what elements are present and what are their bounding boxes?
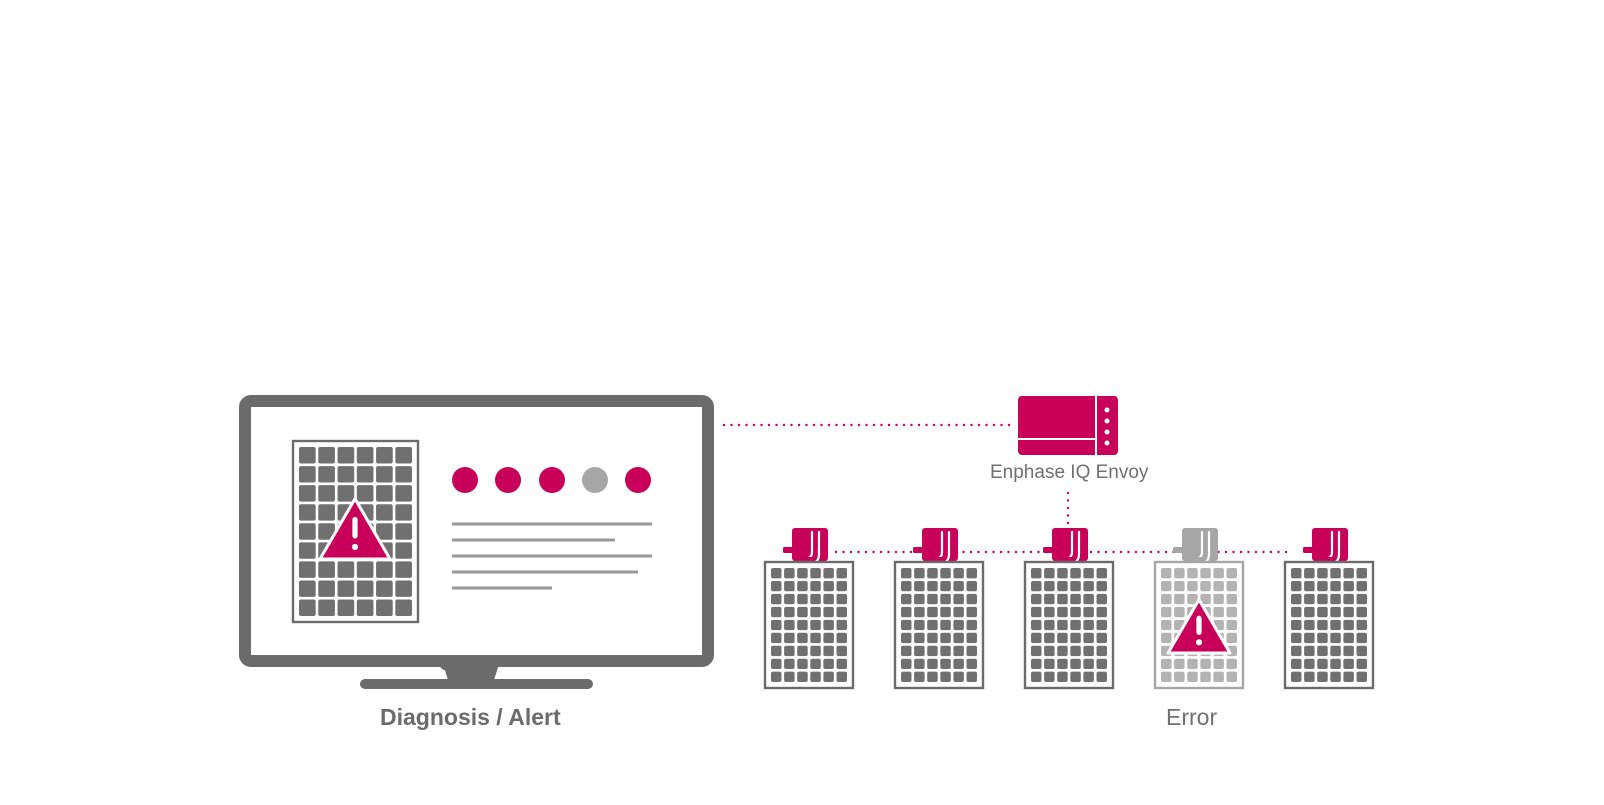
solar-panel [1283,560,1375,690]
error-label: Error [1166,704,1218,730]
monitor-stand [360,679,593,689]
monitor-neck [442,661,500,680]
error-warning-icon [1166,598,1232,655]
screen-warning-icon [318,497,392,561]
microinverter-icon [1173,528,1218,566]
status-dot [625,467,651,493]
status-dot [539,467,565,493]
solar-panel [1023,560,1115,690]
status-dot [452,467,478,493]
solar-panel [893,560,985,690]
microinverter-icon [1303,528,1348,566]
envoy-gateway-icon [1018,396,1118,455]
microinverter-icon [913,528,958,566]
status-dot [495,467,521,493]
envoy-label: Enphase IQ Envoy [990,462,1149,483]
microinverter-icon [783,528,828,566]
solar-panel [763,560,855,690]
microinverter-icon [1043,528,1088,566]
status-dot [582,467,608,493]
diagnosis-alert-label: Diagnosis / Alert [380,704,561,730]
screen-panel [291,439,420,624]
